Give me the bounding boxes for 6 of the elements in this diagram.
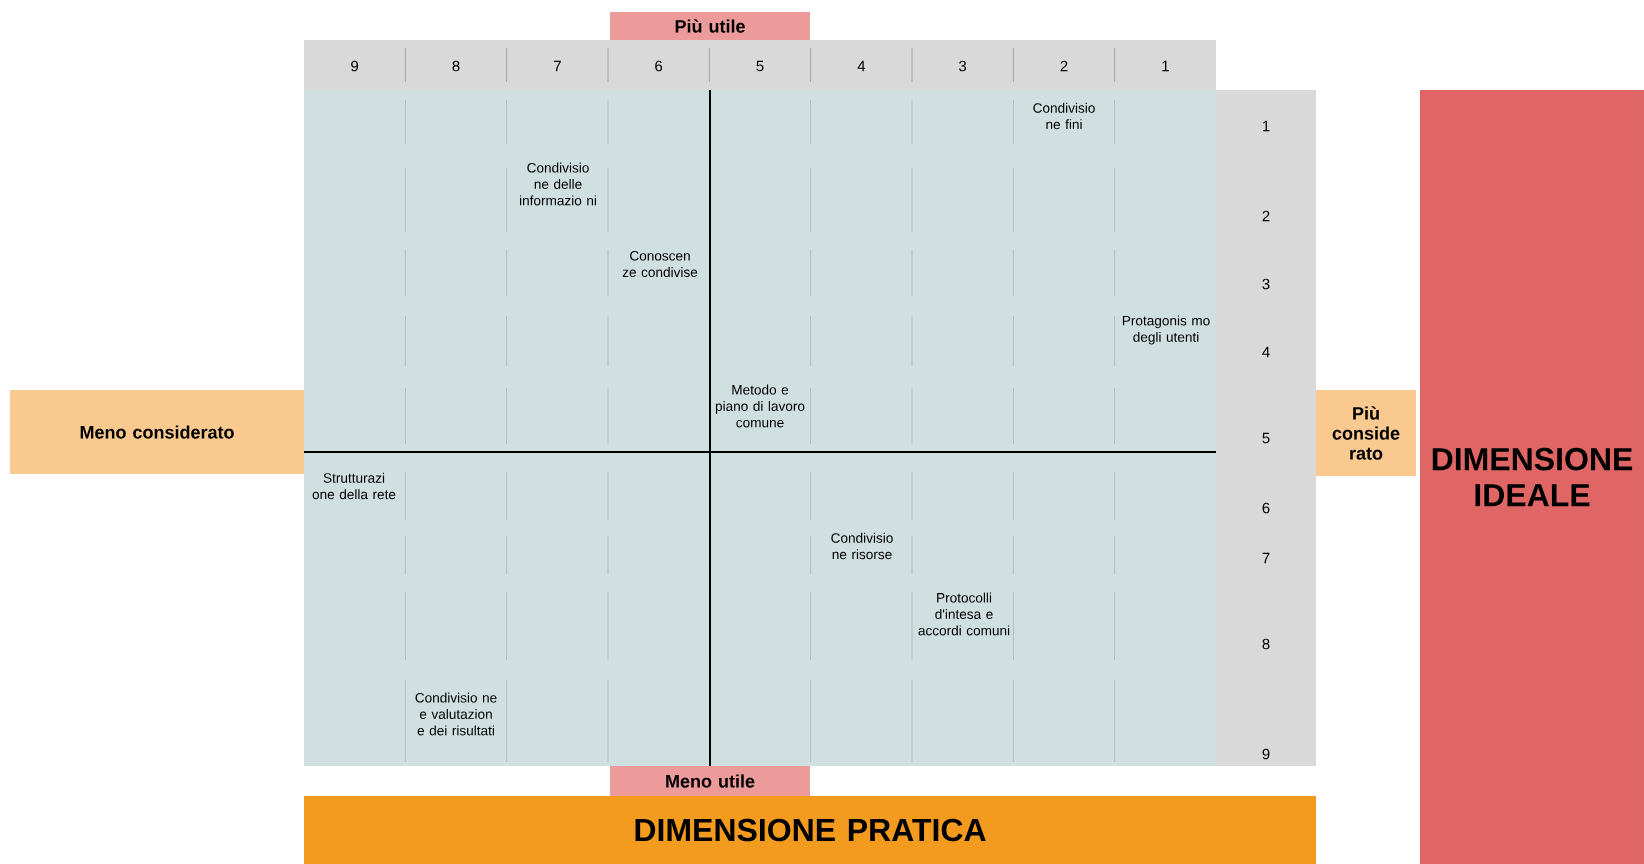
label-box: Meno utile [610, 766, 810, 796]
label-box: Più conside rato [1316, 390, 1416, 476]
label-box: Più utile [610, 12, 810, 40]
label-box: DIMENSIONE IDEALE [1420, 90, 1644, 864]
label-box: Meno considerato [10, 390, 304, 474]
label-box: DIMENSIONE PRATICA [304, 796, 1316, 864]
